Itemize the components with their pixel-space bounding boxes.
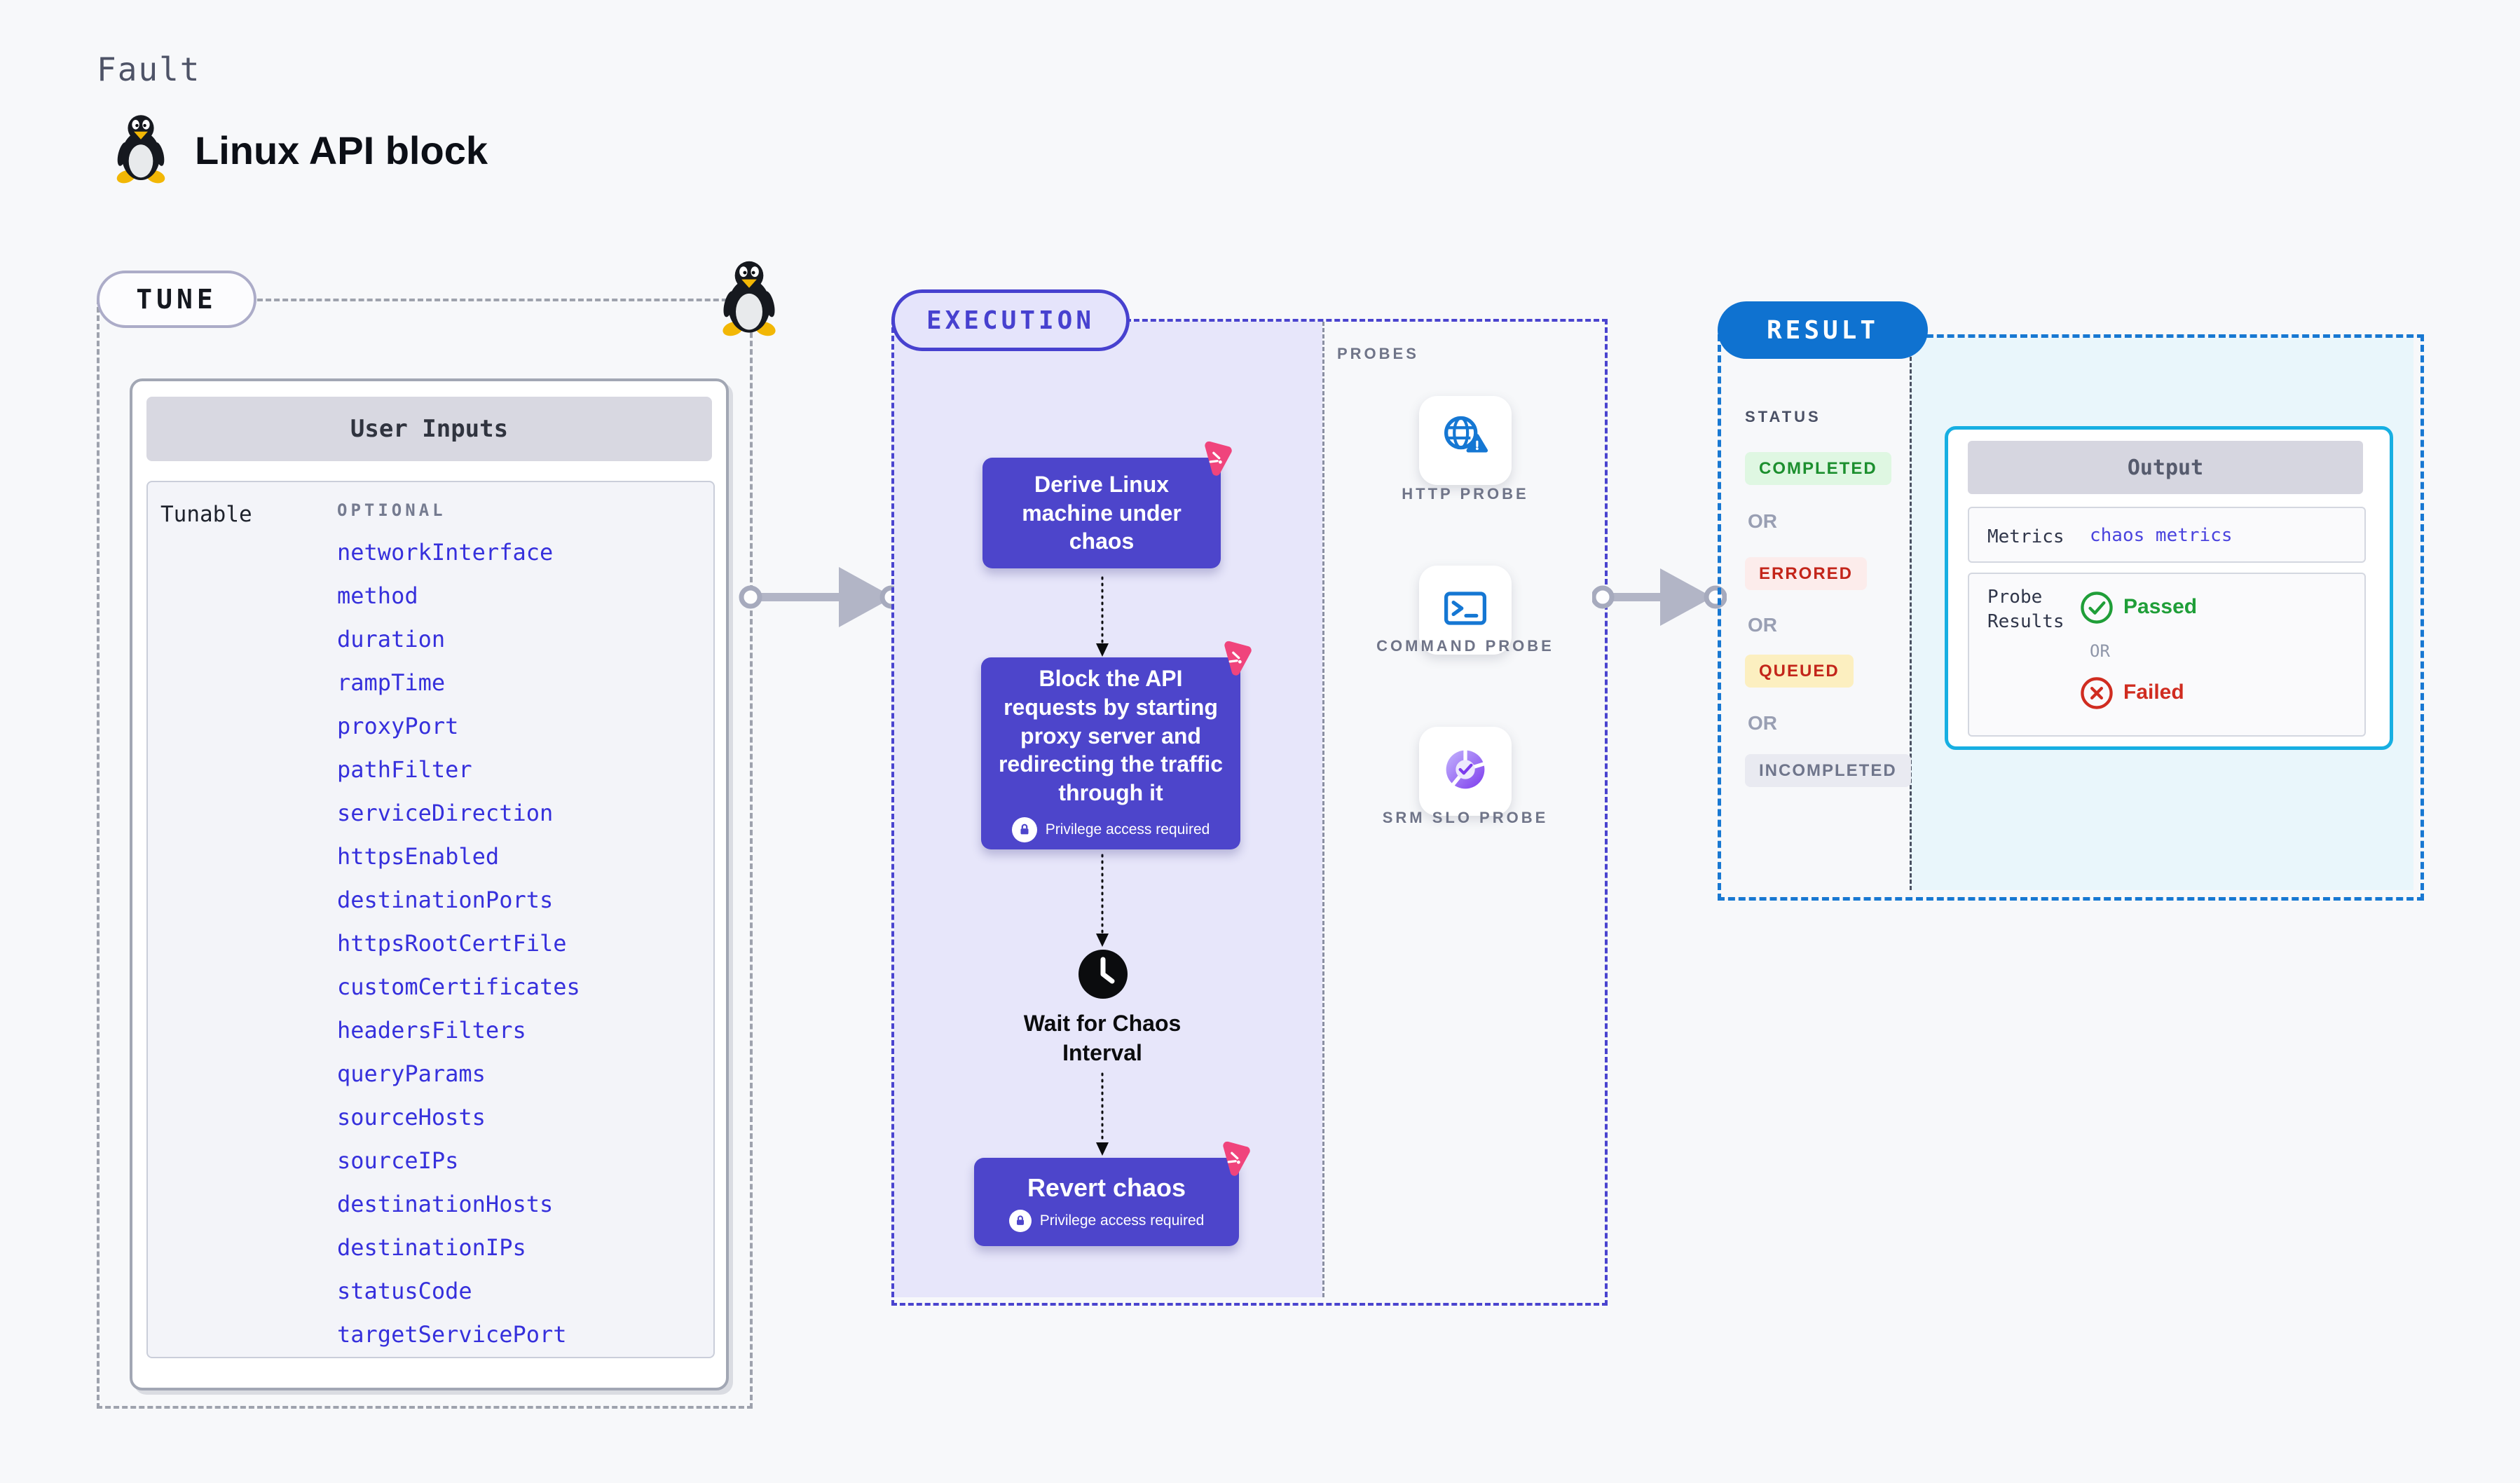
- flow-arrow: [1095, 854, 1110, 951]
- status-badge-errored: ERRORED: [1745, 557, 1868, 590]
- metrics-value: chaos metrics: [2090, 525, 2233, 546]
- tunable-param: pathFilter: [337, 756, 472, 783]
- status-badge-completed: COMPLETED: [1745, 452, 1891, 485]
- probe-results-row: Probe Results Passed OR Failed: [1968, 573, 2366, 737]
- step-derive-machine: Derive Linux machine under chaos: [982, 441, 1232, 568]
- tunable-param: httpsEnabled: [337, 843, 500, 870]
- tunables-panel: Tunable OPTIONAL networkInterface method…: [146, 481, 715, 1358]
- failed-label: Failed: [2123, 681, 2184, 704]
- tunable-param: destinationPorts: [337, 887, 554, 913]
- output-title: Output: [1968, 441, 2363, 494]
- metrics-row: Metrics chaos metrics: [1968, 507, 2366, 563]
- execution-probes-divider: [1322, 322, 1324, 1297]
- flow-arrow: [1095, 1072, 1110, 1160]
- output-card: Output Metrics chaos metrics Probe Resul…: [1945, 426, 2393, 750]
- optional-column-label: OPTIONAL: [337, 500, 446, 520]
- lock-icon: [1008, 1210, 1032, 1233]
- chaos-logo-icon: [1212, 1139, 1252, 1179]
- check-circle-icon: [2080, 591, 2114, 628]
- probe-results-label: Probe Results: [1987, 587, 2064, 633]
- http-probe-label: HTTP PROBE: [1402, 485, 1529, 503]
- tux-penguin-icon: [102, 111, 179, 184]
- step-revert-chaos: Revert chaos Privilege access required: [974, 1141, 1250, 1246]
- status-badge-queued: QUEUED: [1745, 655, 1854, 688]
- privilege-note: Privilege access required: [1008, 1210, 1205, 1233]
- chaos-logo-icon: [1213, 638, 1253, 678]
- terminal-icon: [1437, 580, 1493, 640]
- wait-interval-label: Wait for Chaos Interval: [1023, 1011, 1182, 1065]
- execution-to-result-arrow: [1591, 557, 1727, 641]
- tunable-params-list: networkInterface method duration rampTim…: [337, 541, 580, 1346]
- or-separator: OR: [1748, 510, 1777, 532]
- page-title: Linux API block: [195, 128, 488, 172]
- tunable-param: queryParams: [337, 1060, 486, 1087]
- tunable-param: networkInterface: [337, 539, 554, 566]
- tunable-param: duration: [337, 626, 446, 652]
- passed-label: Passed: [2123, 595, 2198, 618]
- privilege-label: Privilege access required: [1039, 1212, 1205, 1229]
- step-revert-label: Revert chaos: [1027, 1173, 1186, 1202]
- user-inputs-card: User Inputs Tunable OPTIONAL networkInte…: [130, 378, 729, 1390]
- clock-icon: [1076, 948, 1130, 1004]
- execution-badge: EXECUTION: [891, 289, 1130, 351]
- tunable-param: proxyPort: [337, 713, 459, 739]
- chaos-logo-icon: [1193, 439, 1233, 479]
- lock-icon: [1011, 817, 1037, 843]
- step-block-api: Block the API requests by starting proxy…: [981, 641, 1252, 849]
- status-title: STATUS: [1745, 408, 1821, 425]
- or-separator: OR: [1748, 712, 1777, 734]
- tunable-param: statusCode: [337, 1278, 472, 1304]
- tunable-param: sourceHosts: [337, 1104, 486, 1130]
- status-output-divider: [1910, 338, 1912, 890]
- tunable-param: serviceDirection: [337, 800, 554, 826]
- tune-badge: TUNE: [97, 271, 256, 328]
- tunable-param: headersFilters: [337, 1017, 526, 1044]
- x-circle-icon: [2080, 676, 2114, 713]
- user-inputs-title: User Inputs: [146, 397, 712, 461]
- tunable-param: rampTime: [337, 669, 446, 696]
- privilege-label: Privilege access required: [1045, 821, 1210, 838]
- globe-alert-icon: [1437, 411, 1493, 470]
- or-separator: OR: [1748, 614, 1777, 636]
- tunable-param: httpsRootCertFile: [337, 930, 567, 957]
- tunable-param: destinationHosts: [337, 1191, 554, 1217]
- http-probe-card: [1419, 396, 1512, 485]
- srm-slo-probe-label: SRM SLO PROBE: [1382, 809, 1549, 826]
- tune-to-execution-arrow: [736, 557, 903, 641]
- tunable-param: destinationIPs: [337, 1234, 526, 1261]
- tux-penguin-corner-icon: [720, 257, 778, 336]
- flow-arrow: [1095, 576, 1110, 661]
- srm-slo-probe-card: [1419, 727, 1512, 816]
- fault-eyebrow: Fault: [97, 50, 201, 88]
- tunable-param: method: [337, 582, 418, 609]
- slo-donut-check-icon: [1437, 742, 1493, 801]
- tunable-param: targetServicePort: [337, 1321, 567, 1348]
- tunable-row-label: Tunable: [160, 502, 252, 527]
- privilege-note: Privilege access required: [1011, 817, 1210, 843]
- step-derive-label: Derive Linux machine under chaos: [1022, 471, 1182, 554]
- tunable-param: sourceIPs: [337, 1147, 459, 1174]
- probes-title: PROBES: [1337, 345, 1419, 362]
- step-block-label: Block the API requests by starting proxy…: [998, 665, 1224, 806]
- or-separator: OR: [2090, 641, 2110, 661]
- metrics-label: Metrics: [1987, 526, 2064, 547]
- status-badge-incompleted: INCOMPLETED: [1745, 754, 1911, 787]
- tunable-param: customCertificates: [337, 973, 580, 1000]
- tune-section-frame: [97, 299, 753, 1409]
- result-badge: RESULT: [1718, 301, 1928, 359]
- command-probe-label: COMMAND PROBE: [1376, 637, 1554, 655]
- command-probe-card: [1419, 566, 1512, 655]
